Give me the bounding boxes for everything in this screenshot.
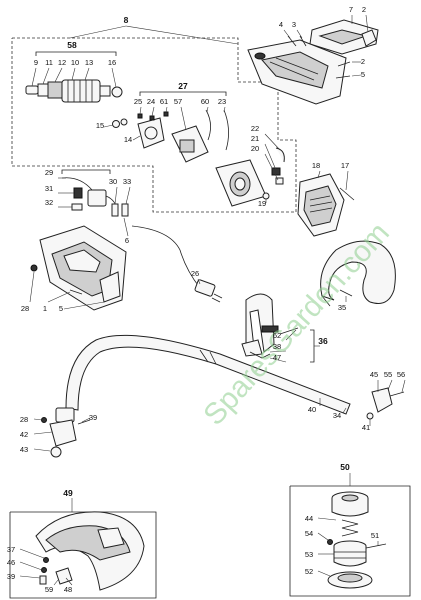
callout-c58: 58 <box>67 40 77 50</box>
carbon-brushes <box>264 133 285 185</box>
callout-c32: 32 <box>45 198 53 207</box>
motor-end-cover-18 <box>297 170 345 237</box>
screws-2-5-right <box>335 61 362 79</box>
callout-c53: 53 <box>305 550 313 559</box>
stator-bracket <box>139 91 227 96</box>
callout-c48: 48 <box>64 585 72 594</box>
callout-c60: 60 <box>201 97 209 106</box>
power-cable-26 <box>131 225 223 303</box>
callout-c7: 7 <box>349 5 353 14</box>
callout-c54: 54 <box>305 529 313 538</box>
callout-c59: 59 <box>45 585 53 594</box>
callout-c40: 40 <box>308 405 316 414</box>
callout-c46: 46 <box>7 558 15 567</box>
callout-c30: 30 <box>109 177 117 186</box>
screws-4-3 <box>283 29 307 47</box>
grass-guard-49 <box>19 511 145 591</box>
field-coil-57 <box>171 106 209 163</box>
brush-plate-14 <box>132 117 165 149</box>
callout-c25: 25 <box>134 97 142 106</box>
callout-c4: 4 <box>279 20 283 29</box>
callout-c18: 18 <box>312 161 320 170</box>
callout-c57: 57 <box>174 97 182 106</box>
callout-c6: 6 <box>125 236 129 245</box>
callout-c14: 14 <box>124 135 132 144</box>
shoulder-strap-35 <box>320 240 396 307</box>
drive-tube-40 <box>65 334 351 415</box>
switch-bracket <box>61 169 129 237</box>
handle-housing-left <box>29 225 127 311</box>
callout-c45: 45 <box>370 370 378 379</box>
callout-c17: 17 <box>341 161 349 170</box>
wires-60-23 <box>205 106 229 151</box>
callout-c15: 15 <box>96 121 104 130</box>
callout-c24: 24 <box>147 97 155 106</box>
callout-c9: 9 <box>34 58 38 67</box>
callout-c2a: 2 <box>362 5 366 14</box>
callout-c20: 20 <box>251 144 259 153</box>
callout-c50: 50 <box>340 462 350 472</box>
callout-c8: 8 <box>124 15 129 25</box>
callout-c41: 41 <box>362 423 370 432</box>
front-handle <box>241 293 320 363</box>
callout-c55: 55 <box>384 370 392 379</box>
spool-head-50 <box>317 491 387 589</box>
tube-clamp-right <box>366 379 406 426</box>
callout-c13: 13 <box>85 58 93 67</box>
callout-c28a: 28 <box>21 304 29 313</box>
callout-c29: 29 <box>45 168 53 177</box>
callout-c26: 26 <box>191 269 199 278</box>
callout-c39a: 39 <box>89 413 97 422</box>
callout-c43: 43 <box>20 445 28 454</box>
callout-c42: 42 <box>20 430 28 439</box>
callout-c52: 52 <box>305 567 313 576</box>
armature-bracket <box>35 51 117 56</box>
callout-c10: 10 <box>71 58 79 67</box>
motor-assembly-frame <box>11 25 297 213</box>
washer-15 <box>103 118 128 128</box>
callout-c33: 33 <box>123 177 131 186</box>
callout-c62: 62 <box>273 331 281 340</box>
callout-c37: 37 <box>7 545 15 554</box>
callout-c44: 44 <box>305 514 313 523</box>
armature-rotor <box>25 67 123 103</box>
callout-c16: 16 <box>108 58 116 67</box>
watermark-text: SparesGarden.com <box>197 216 396 431</box>
callout-c56: 56 <box>397 370 405 379</box>
callout-c2b: 2 <box>361 57 365 66</box>
callout-c35: 35 <box>338 303 346 312</box>
switch-assembly <box>58 177 131 217</box>
callout-c5a: 5 <box>361 70 365 79</box>
screw-17 <box>339 170 355 201</box>
callout-c61: 61 <box>160 97 168 106</box>
spool-frame <box>289 473 411 597</box>
callout-c21: 21 <box>251 134 259 143</box>
callout-c31: 31 <box>45 184 53 193</box>
small-screws <box>137 106 169 121</box>
callout-c38: 38 <box>273 342 281 351</box>
screw-19 <box>262 192 270 203</box>
callout-c34: 34 <box>333 411 341 420</box>
callout-c22: 22 <box>251 124 259 133</box>
callout-c27: 27 <box>178 81 188 91</box>
callout-c11: 11 <box>45 58 53 67</box>
callout-c47: 47 <box>273 353 281 362</box>
callout-c36: 36 <box>318 336 328 346</box>
callout-c28b: 28 <box>20 415 28 424</box>
callout-c23: 23 <box>218 97 226 106</box>
callout-c49: 49 <box>63 488 73 498</box>
callout-c3: 3 <box>292 20 296 29</box>
guard-frame <box>9 498 157 599</box>
stator-housing <box>215 159 267 207</box>
callout-c51: 51 <box>371 531 379 540</box>
callout-c1: 1 <box>43 304 47 313</box>
callout-c39b: 39 <box>7 572 15 581</box>
gear-head <box>33 407 91 458</box>
motor-housing-half <box>247 39 347 105</box>
callout-c5b: 5 <box>59 304 63 313</box>
callout-c19: 19 <box>258 199 266 208</box>
callout-c12: 12 <box>58 58 66 67</box>
